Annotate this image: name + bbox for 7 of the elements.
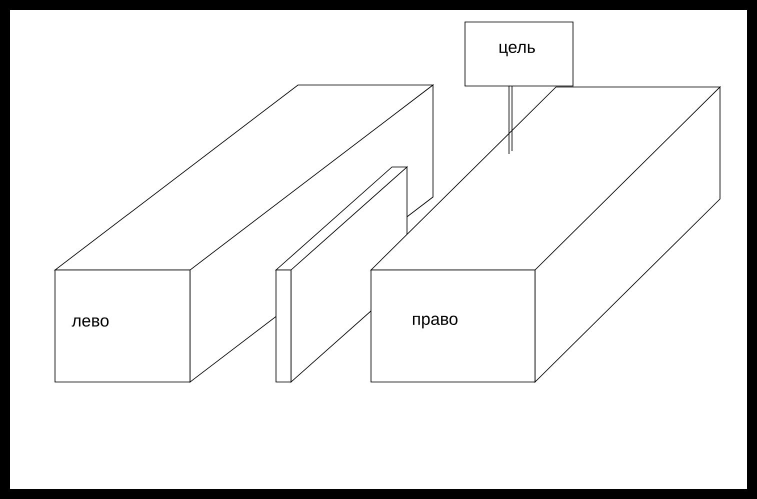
sign-box [464, 22, 574, 86]
plate-front [276, 270, 292, 382]
label: цель [500, 44, 535, 56]
block-front [370, 270, 536, 382]
label: лево [72, 317, 109, 327]
block-front [54, 270, 190, 382]
label: право [412, 316, 458, 328]
